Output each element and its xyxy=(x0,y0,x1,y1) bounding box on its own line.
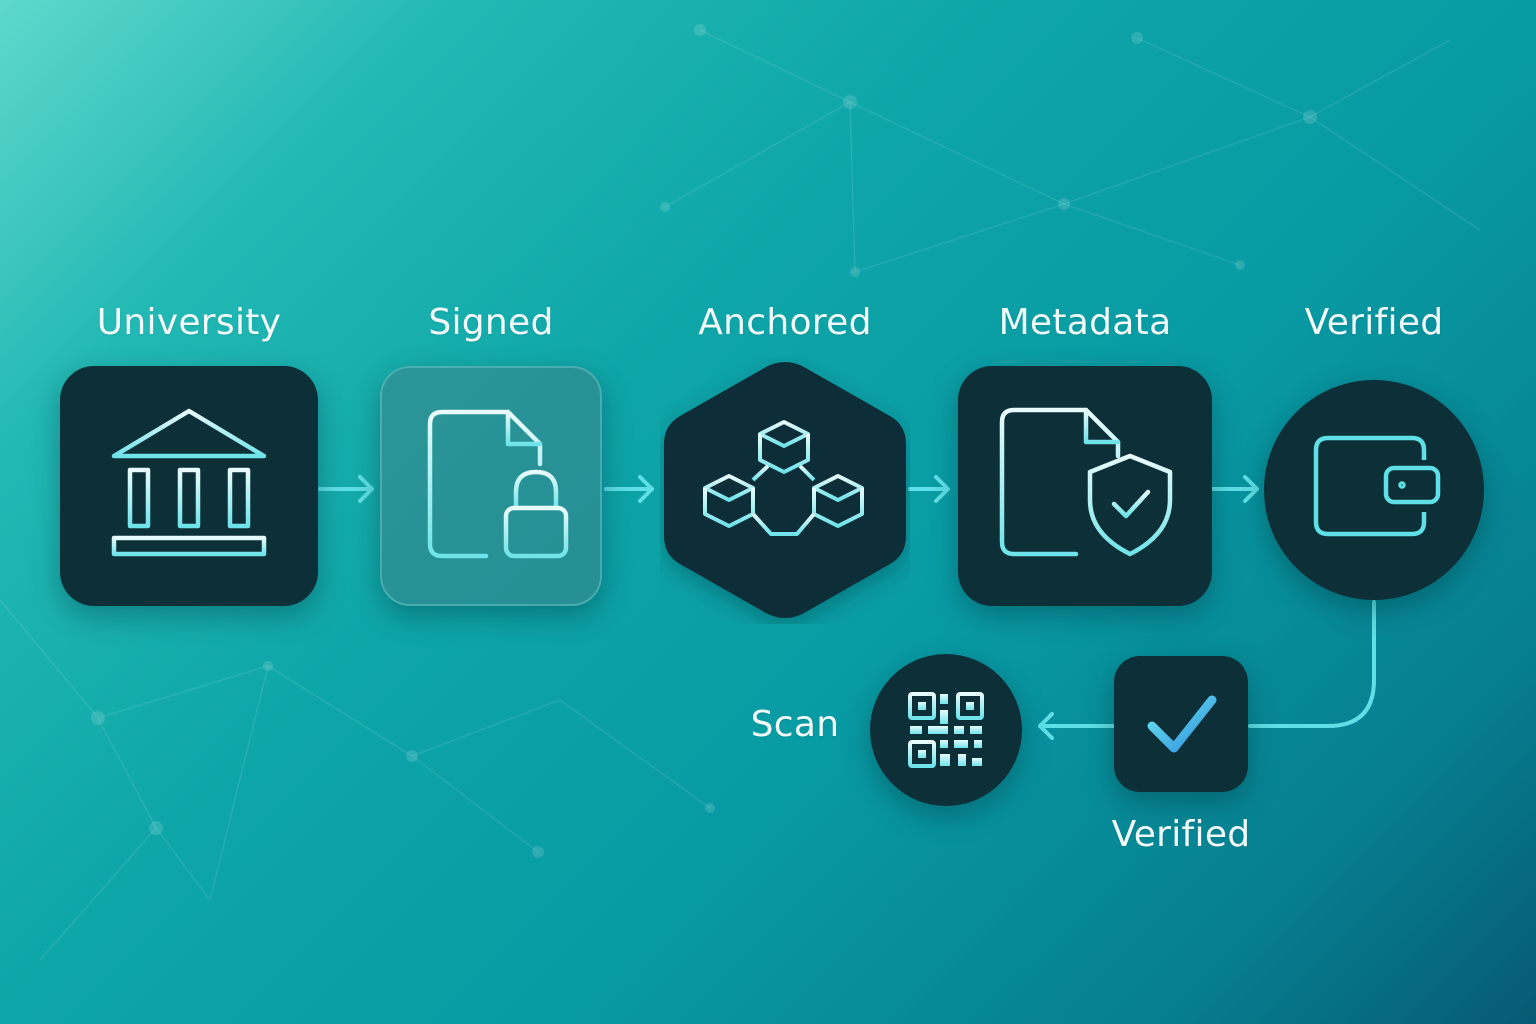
step-label-university: University xyxy=(96,302,282,343)
qr-code-icon xyxy=(908,692,984,768)
document-lock-icon xyxy=(427,409,569,559)
step-label-verified: Verified xyxy=(1304,302,1444,343)
scan-label: Scan xyxy=(750,704,840,745)
anchored-node xyxy=(660,356,910,624)
hexagon-shape xyxy=(664,362,906,618)
verified-check-label: Verified xyxy=(1111,814,1251,855)
signed-node xyxy=(380,366,602,606)
verified-check-node xyxy=(1114,656,1248,792)
checkmark-icon xyxy=(1147,695,1217,753)
blockchain-cubes-icon xyxy=(703,420,864,536)
wallet-icon xyxy=(1313,435,1441,537)
step-label-anchored: Anchored xyxy=(698,302,872,343)
metadata-node xyxy=(958,366,1212,606)
verified-wallet-node xyxy=(1264,380,1484,600)
document-shield-icon xyxy=(999,407,1173,557)
scan-qr-node[interactable] xyxy=(870,654,1022,806)
step-label-metadata: Metadata xyxy=(998,302,1172,343)
university-node xyxy=(60,366,318,606)
step-label-signed: Signed xyxy=(428,302,554,343)
bank-building-icon xyxy=(111,408,267,557)
